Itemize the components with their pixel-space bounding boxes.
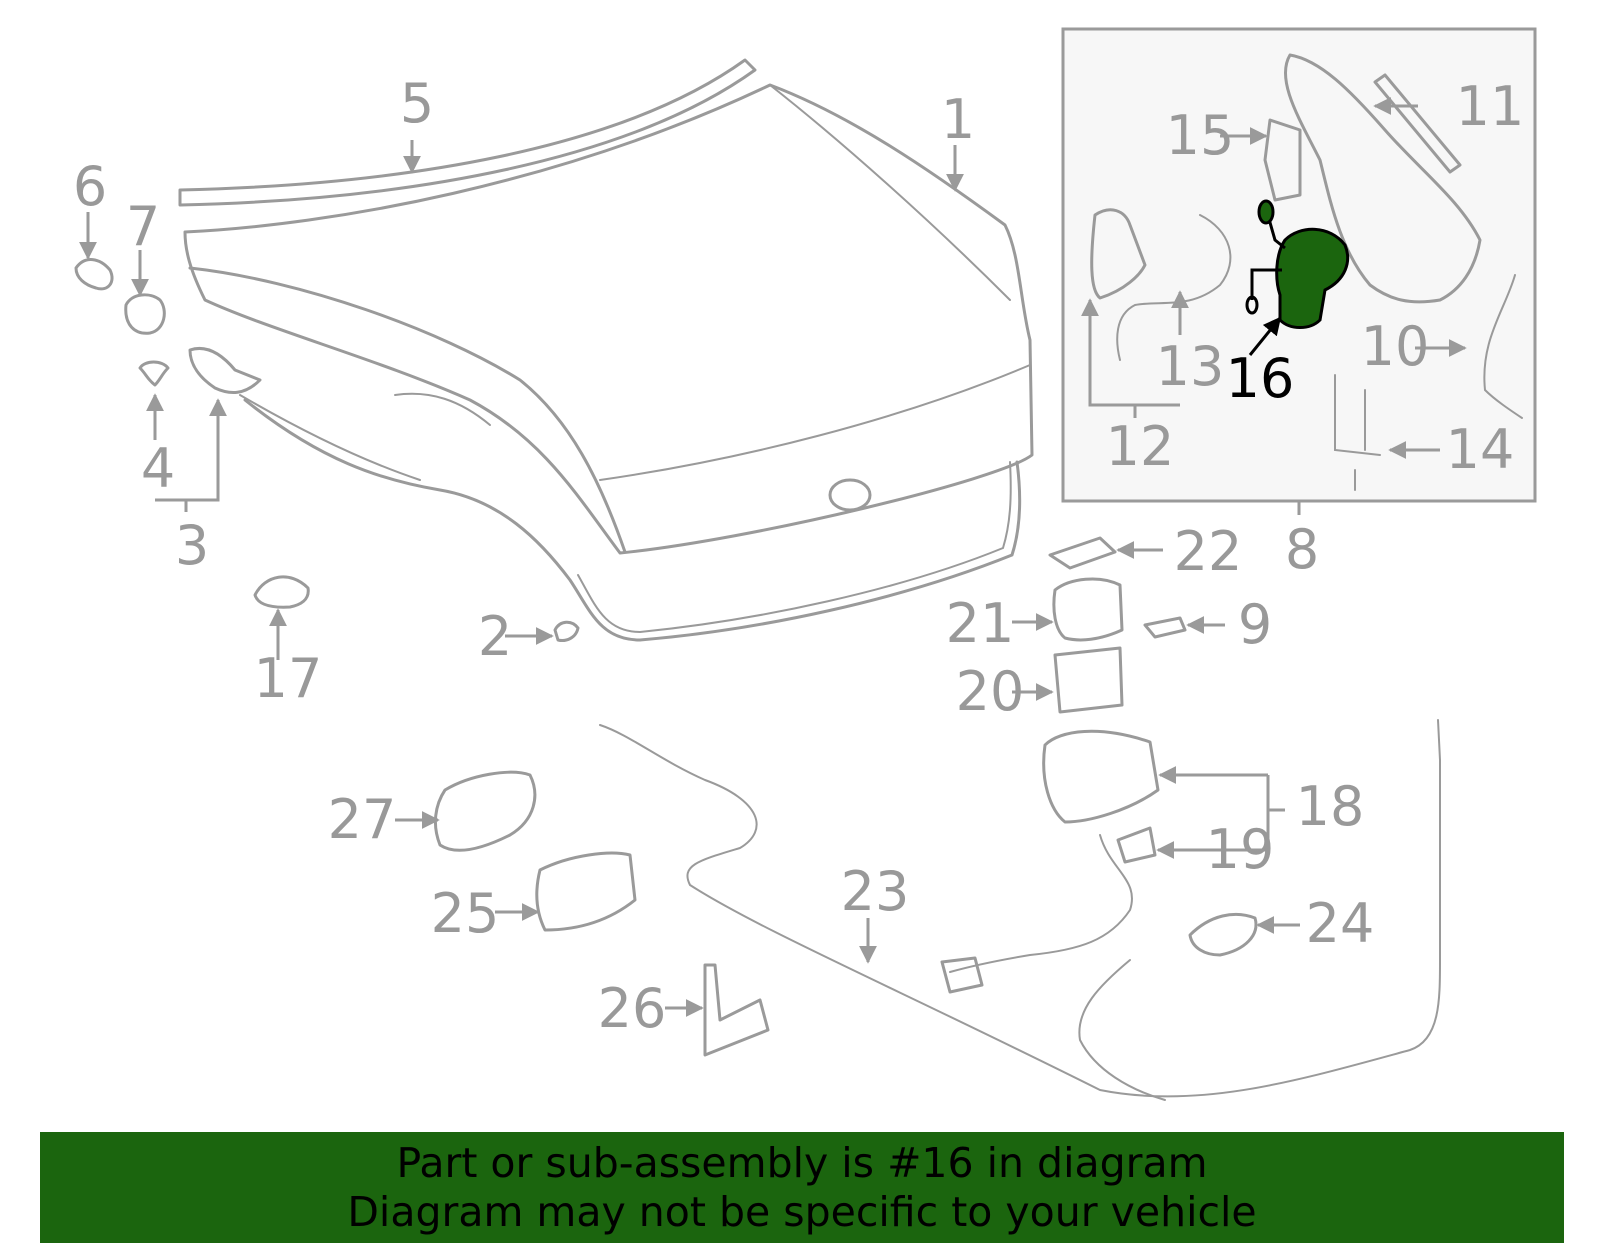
weatherstrip-drawing: [178, 58, 757, 207]
stopper-7-drawing: [124, 293, 166, 335]
callout-7: 7: [126, 195, 160, 258]
handle-27-drawing: [433, 770, 537, 852]
clip-24-drawing: [1188, 912, 1258, 957]
bumper-17-drawing: [253, 575, 310, 609]
hinge-drawing: [188, 346, 421, 481]
harness-10-drawing: [1483, 274, 1523, 419]
callout-2: 2: [478, 605, 512, 668]
bracket-drawing: [1284, 53, 1482, 304]
callout-11: 11: [1456, 75, 1525, 138]
switch-19-drawing: [1116, 826, 1157, 864]
cable-23-drawing: [599, 719, 1441, 1098]
lock-actuator-11-drawing: [1373, 73, 1462, 174]
callout-6: 6: [73, 155, 107, 218]
clip-9-drawing: [1143, 616, 1187, 639]
highlighted-part-16: [1245, 199, 1350, 329]
callout-15: 15: [1166, 104, 1235, 167]
cable-branch-drawing: [1078, 959, 1166, 1101]
callout-26: 26: [598, 977, 667, 1040]
callout-27: 27: [328, 788, 397, 851]
clip-4-drawing: [138, 360, 170, 387]
info-banner: Part or sub-assembly is #16 in diagram D…: [40, 1132, 1564, 1243]
harness-19-drawing: [949, 834, 1133, 973]
trunk-lid-drawing: [183, 83, 1034, 642]
connector-drawing: [940, 956, 984, 994]
callout-9: 9: [1238, 593, 1272, 656]
bezel-20-drawing: [1053, 646, 1124, 714]
cap-2-drawing: [553, 620, 580, 642]
callout-16: 16: [1226, 347, 1295, 410]
bracket-26-drawing: [703, 963, 770, 1057]
callout-10: 10: [1361, 315, 1430, 378]
callout-20: 20: [956, 660, 1025, 723]
bracket-25-drawing: [535, 851, 637, 932]
callout-12: 12: [1106, 415, 1175, 478]
bumper-6-drawing: [74, 258, 114, 291]
latch-18-drawing: [1042, 729, 1160, 824]
callout-3: 3: [175, 514, 209, 577]
callout-19: 19: [1206, 818, 1275, 881]
callout-24: 24: [1306, 892, 1375, 955]
plate-22-drawing: [1048, 536, 1117, 570]
callout-5: 5: [400, 72, 434, 135]
callout-21: 21: [946, 592, 1015, 655]
callout-23: 23: [841, 860, 910, 923]
callout-25: 25: [431, 882, 500, 945]
banner-line-2: Diagram may not be specific to your vehi…: [347, 1187, 1257, 1236]
callout-4: 4: [141, 437, 175, 500]
callout-1: 1: [941, 88, 975, 151]
callout-13: 13: [1156, 335, 1225, 398]
callout-17: 17: [254, 647, 323, 710]
banner-line-1: Part or sub-assembly is #16 in diagram: [396, 1138, 1208, 1187]
bracket-12-drawing: [1090, 208, 1147, 300]
switch-15-drawing: [1263, 118, 1302, 202]
callout-14: 14: [1446, 418, 1515, 481]
callout-8: 8: [1285, 518, 1319, 581]
harness-14-drawing: [1334, 374, 1381, 491]
leader-lines: [79, 97, 1467, 1017]
cover-21-drawing: [1052, 577, 1124, 642]
callout-18: 18: [1296, 775, 1365, 838]
callout-22: 22: [1174, 520, 1243, 583]
